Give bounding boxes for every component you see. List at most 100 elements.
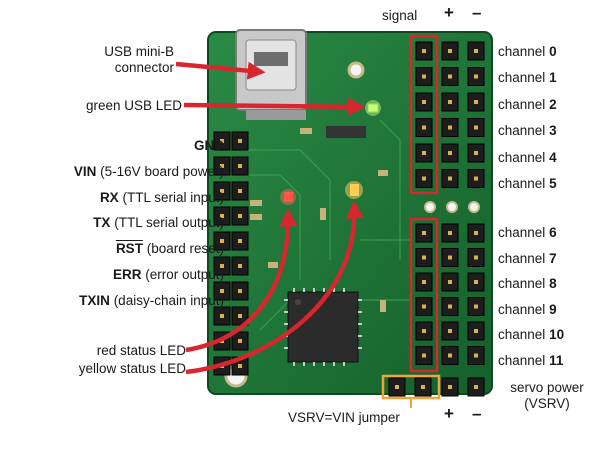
- channel-number: 2: [549, 96, 557, 112]
- mounting-hole: [468, 201, 480, 213]
- pin-desc: (daisy-chain input): [113, 292, 224, 308]
- pin-desc: (TTL serial output): [114, 215, 224, 231]
- left-pin-tip: [220, 214, 224, 218]
- usb-connector-label-line2: connector: [114, 60, 174, 75]
- servo-pin-signal-tip: [422, 176, 426, 181]
- servo-pin-minus-tip: [474, 304, 478, 309]
- signal-label: signal: [382, 8, 418, 23]
- pin-label-vin: VIN (5-16V board power): [74, 164, 224, 180]
- channel-word: channel: [498, 250, 546, 266]
- servo-pin-signal-tip: [422, 304, 426, 309]
- servo-pin-signal-tip: [422, 255, 426, 260]
- pin-label-gnd: GND: [194, 138, 224, 154]
- left-pin-tip: [220, 314, 224, 318]
- usb-connector-label: USB mini-B connector: [104, 44, 174, 76]
- pin-label-tx: TX (TTL serial output): [93, 215, 224, 231]
- plus-label-top: +: [444, 3, 454, 22]
- servo-pin-signal-tip: [422, 100, 426, 104]
- pin-name: RX: [99, 189, 119, 205]
- pin-label-rst: RST (board reset): [116, 241, 224, 257]
- left-pin-tip: [220, 289, 224, 293]
- servo-pin-signal-tip: [422, 74, 426, 79]
- power-pin-plus-tip: [448, 385, 452, 389]
- servo-pin-plus-tip: [448, 176, 452, 181]
- channel-number: 5: [549, 176, 557, 191]
- servo-pin-minus-tip: [474, 125, 478, 130]
- servo-pin-minus-tip: [474, 100, 478, 104]
- mounting-hole: [347, 61, 365, 79]
- left-pin-tip: [238, 314, 242, 318]
- jumper-label: VSRV=VIN jumper: [288, 410, 400, 425]
- channel-word: channel: [498, 96, 546, 112]
- channel-word: channel: [498, 276, 546, 292]
- left-pin-tip: [238, 264, 242, 268]
- pin-name: ERR: [112, 267, 142, 282]
- servo-pin-minus-tip: [474, 49, 478, 53]
- servo-header-pins: [388, 41, 485, 397]
- servo-pin-plus-tip: [448, 74, 452, 79]
- green-led: [367, 103, 379, 113]
- yellow-led-label: yellow status LED: [78, 361, 186, 376]
- channel-word: channel: [498, 225, 546, 240]
- pin-desc: (5-16V board power): [100, 163, 224, 179]
- pin-name: RST: [115, 241, 143, 257]
- channel-number: 1: [549, 70, 557, 86]
- servo-pin-signal-tip: [422, 49, 426, 53]
- signal-highlight-bottom: [409, 217, 439, 373]
- pin-label-txin: TXIN (daisy-chain input): [79, 293, 224, 309]
- channel-number: 11: [549, 353, 564, 368]
- servo-pin-minus-tip: [474, 231, 478, 235]
- channel-word: channel: [498, 70, 546, 86]
- channel-number: 10: [549, 327, 565, 343]
- pin-name: GND: [194, 138, 224, 153]
- pin-desc: (TTL serial input): [122, 189, 224, 205]
- channel-label-6: channel 6: [498, 225, 557, 240]
- left-pin-tip: [220, 239, 224, 243]
- servo-pin-minus-tip: [474, 74, 478, 79]
- left-pin-tip: [238, 364, 242, 368]
- channel-label-9: channel 9: [498, 302, 557, 317]
- channel-word: channel: [498, 149, 546, 165]
- green-led-arrow: [183, 97, 366, 116]
- left-header-pins: [213, 131, 249, 376]
- servo-pin-minus-tip: [474, 329, 478, 333]
- channel-word: channel: [498, 301, 546, 317]
- usb-connector-label-line1: USB mini-B: [104, 44, 174, 59]
- channel-number: 3: [549, 123, 557, 139]
- channel-word: channel: [498, 353, 546, 368]
- usb-connector-arrow: [175, 61, 266, 80]
- servo-pin-minus-tip: [474, 255, 478, 260]
- left-pin-tip: [238, 339, 242, 343]
- left-pin-tip: [238, 189, 242, 193]
- servo-pin-plus-tip: [448, 151, 452, 155]
- channel-word: channel: [498, 44, 546, 59]
- left-pin-tip: [238, 164, 242, 168]
- left-pin-tip: [220, 164, 224, 168]
- servo-pin-minus-tip: [474, 353, 478, 358]
- servo-power-label-line1: servo power: [510, 380, 584, 395]
- channel-label-5: channel 5: [498, 176, 557, 191]
- channel-label-2: channel 2: [498, 97, 557, 112]
- servo-pin-signal-tip: [422, 231, 426, 235]
- servo-pin-plus-tip: [448, 125, 452, 130]
- channel-label-10: channel 10: [498, 327, 564, 342]
- servo-power-label-line2: (VSRV): [524, 396, 570, 411]
- channel-label-11: channel 11: [498, 353, 563, 368]
- servo-pin-signal-tip: [422, 329, 426, 333]
- servo-pin-plus-tip: [448, 231, 452, 235]
- red-led: [284, 192, 293, 202]
- left-pin-tip: [238, 239, 242, 243]
- channel-number: 9: [549, 301, 557, 317]
- pin-name: TXIN: [79, 292, 110, 308]
- servo-pin-signal-tip: [422, 280, 426, 284]
- red-led-arrow: [185, 208, 298, 353]
- servo-pin-plus-tip: [448, 304, 452, 309]
- pin-name: VIN: [73, 163, 97, 179]
- pin-desc: (board reset): [146, 241, 224, 257]
- servo-pin-minus-tip: [474, 151, 478, 155]
- channel-word: channel: [498, 176, 546, 191]
- channel-word: channel: [498, 123, 546, 139]
- minus-label-bottom: –: [472, 404, 482, 423]
- servo-pin-plus-tip: [448, 255, 452, 260]
